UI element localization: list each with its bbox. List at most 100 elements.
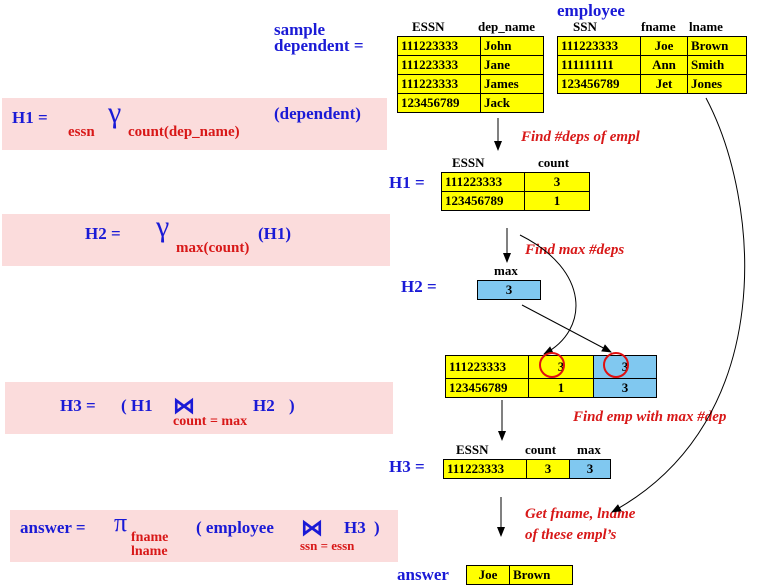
table-row: 111223333 3 3 xyxy=(443,459,611,479)
table-cell: 123456789 xyxy=(557,74,641,94)
pi-symbol: π xyxy=(114,508,128,537)
table-cell: 111223333 xyxy=(445,355,529,379)
h3-join-condition: count = max xyxy=(173,414,248,429)
table-row: 123456789 Jack xyxy=(397,93,544,113)
table-cell: Smith xyxy=(687,55,747,75)
table-row: 123456789 1 3 xyxy=(445,378,657,398)
dependent-label: dependent = xyxy=(274,36,364,55)
table-cell: 1 xyxy=(524,191,590,211)
answer-table: Joe Brown xyxy=(466,565,573,585)
answer-proj-attr2: lname xyxy=(131,544,168,559)
h3-label: H3 = xyxy=(389,457,425,476)
h3-table: 111223333 3 3 xyxy=(443,459,611,479)
table-cell: 111223333 xyxy=(397,55,481,75)
table-cell: 111223333 xyxy=(397,74,481,94)
h1-header-essn: ESSN xyxy=(452,155,485,170)
table-cell: Brown xyxy=(509,565,573,585)
table-row: Joe Brown xyxy=(466,565,573,585)
note-find-deps: Find #deps of empl xyxy=(521,129,640,145)
join-table: 111223333 3 3 123456789 1 3 xyxy=(445,355,657,398)
table-cell: 3 xyxy=(593,378,657,398)
highlight-max-circle xyxy=(603,352,629,378)
table-cell: Joe xyxy=(640,36,688,56)
h1-aggregate: count(dep_name) xyxy=(128,124,240,140)
table-row: 3 xyxy=(477,280,541,300)
table-cell: 111223333 xyxy=(441,172,525,192)
table-cell: Jet xyxy=(640,74,688,94)
h2-table: 3 xyxy=(477,280,541,300)
note-get-names-line2: of these empl’s xyxy=(525,527,617,543)
table-cell: John xyxy=(480,36,544,56)
employee-header-fname: fname xyxy=(641,19,676,34)
answer-label: answer xyxy=(397,565,449,584)
h1-gamma-symbol: γ xyxy=(108,96,122,129)
note-find-max: Find max #deps xyxy=(525,242,625,258)
h1-group-attr: essn xyxy=(68,124,95,140)
h3-header-max: max xyxy=(577,442,601,457)
table-cell: 111111111 xyxy=(557,55,641,75)
arrow-h1-to-join xyxy=(519,234,577,355)
table-cell: 111223333 xyxy=(397,36,481,56)
table-cell: 1 xyxy=(528,378,594,398)
h2-argument: (H1) xyxy=(258,224,292,243)
h3-header-count: count xyxy=(525,442,557,457)
table-cell: Brown xyxy=(687,36,747,56)
h2-gamma-symbol: γ xyxy=(156,210,170,243)
h1-argument: (dependent) xyxy=(274,104,361,123)
table-cell: 123456789 xyxy=(445,378,529,398)
table-cell: 3 xyxy=(477,280,541,300)
arrow-h2-to-join xyxy=(521,304,612,353)
table-cell: 3 xyxy=(528,355,594,379)
table-cell: Jones xyxy=(687,74,747,94)
answer-join-condition: ssn = essn xyxy=(300,538,355,553)
table-row: 111223333 James xyxy=(397,74,544,94)
employee-header-lname: lname xyxy=(689,19,723,34)
table-cell: 111223333 xyxy=(443,459,527,479)
h2-header-max: max xyxy=(494,263,518,278)
table-cell: 3 xyxy=(569,459,611,479)
h3-close: ) xyxy=(289,396,295,415)
table-row: 123456789 Jet Jones xyxy=(557,74,747,94)
h3-formula-lhs: H3 = xyxy=(60,396,96,415)
h2-formula-box: H2 = γ max(count) (H1) xyxy=(2,210,390,266)
arrow-employee-to-answer xyxy=(611,97,746,513)
h3-formula-box: H3 = ( H1 ⋈ H2 ) count = max xyxy=(5,382,393,434)
answer-close: ) xyxy=(374,518,380,537)
h1-label: H1 = xyxy=(389,173,425,192)
employee-header-ssn: SSN xyxy=(573,19,597,34)
dependent-table: 111223333 John 111223333 Jane 111223333 … xyxy=(397,36,544,113)
table-row: 111111111 Ann Smith xyxy=(557,55,747,75)
answer-open: ( employee xyxy=(196,518,274,537)
note-find-emp: Find emp with max #dep xyxy=(573,409,727,425)
h3-open: ( H1 xyxy=(121,396,153,415)
h2-aggregate: max(count) xyxy=(176,240,250,256)
table-row: 111223333 Joe Brown xyxy=(557,36,747,56)
employee-table: 111223333 Joe Brown 111111111 Ann Smith … xyxy=(557,36,747,94)
h3-header-essn: ESSN xyxy=(456,442,489,457)
table-row: 111223333 John xyxy=(397,36,544,56)
answer-proj-attr1: fname xyxy=(131,530,169,545)
dependent-header-essn: ESSN xyxy=(412,19,445,34)
h1-table: 111223333 3 123456789 1 xyxy=(441,172,590,211)
h1-formula-lhs: H1 = xyxy=(12,108,48,127)
table-cell: 123456789 xyxy=(441,191,525,211)
answer-formula-lhs: answer = xyxy=(20,518,86,537)
table-cell: 123456789 xyxy=(397,93,481,113)
h1-formula-box: H1 = γ essn count(dep_name) (dependent) xyxy=(2,96,387,150)
table-cell: Jack xyxy=(480,93,544,113)
join-icon: ⋈ xyxy=(301,515,323,540)
table-row: 123456789 1 xyxy=(441,191,590,211)
table-cell: 3 xyxy=(524,172,590,192)
h2-formula-lhs: H2 = xyxy=(85,224,121,243)
table-row: 111223333 Jane xyxy=(397,55,544,75)
h2-label: H2 = xyxy=(401,277,437,296)
table-row: 111223333 3 xyxy=(441,172,590,192)
sample-label: sample xyxy=(274,20,325,39)
highlight-count-circle xyxy=(539,352,565,378)
dependent-header-depname: dep_name xyxy=(478,19,536,34)
table-cell: James xyxy=(480,74,544,94)
h1-header-count: count xyxy=(538,155,570,170)
join-icon: ⋈ xyxy=(173,393,195,418)
table-cell: Jane xyxy=(480,55,544,75)
